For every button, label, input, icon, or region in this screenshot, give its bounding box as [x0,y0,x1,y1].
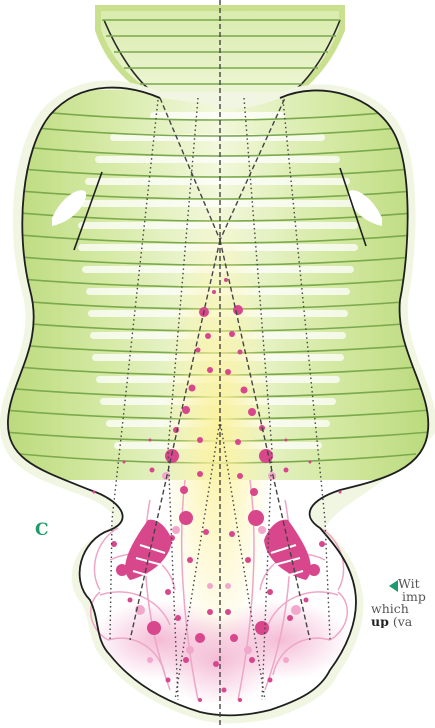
caption-arrow-icon [389,580,398,592]
caption-text: Wit imp which up (va [371,578,435,628]
panel-label: C [35,520,49,540]
caption-bold-word: up [371,614,389,629]
caption-line-4: up (va [371,616,435,629]
caption-line-4-rest: (va [389,614,412,629]
body-segments [0,90,435,728]
